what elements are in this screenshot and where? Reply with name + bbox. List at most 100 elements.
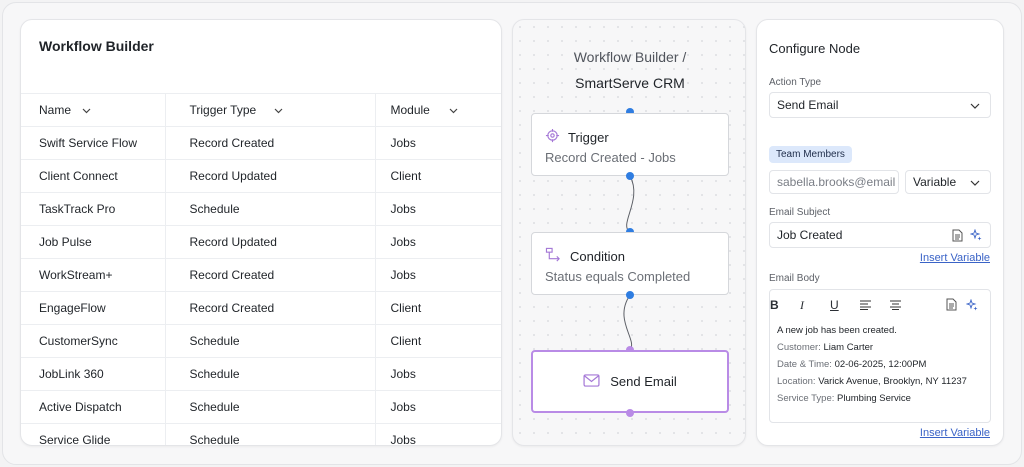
workflow-name-cell: Active Dispatch: [21, 390, 166, 424]
connector-trigger-condition: [626, 175, 635, 233]
module-cell: Jobs: [375, 357, 501, 391]
envelope-icon: [583, 373, 600, 390]
sparkle-icon[interactable]: [969, 228, 982, 244]
send-email-node-title: Send Email: [610, 374, 677, 389]
email-subject-label: Email Subject: [769, 207, 831, 218]
action-type-select[interactable]: Send Email: [769, 92, 991, 118]
trigger-input-port[interactable]: [626, 108, 634, 116]
condition-node[interactable]: Condition Status equals Completed: [531, 232, 729, 295]
field-value: 02-06-2025, 12:00PM: [834, 359, 927, 370]
align-center-icon[interactable]: [890, 297, 920, 313]
send-email-node[interactable]: Send Email: [531, 350, 729, 413]
workflow-name-cell: Client Connect: [21, 159, 166, 193]
workflow-name-cell: EngageFlow: [21, 291, 166, 325]
workflow-name-cell: Service Glide: [21, 423, 166, 445]
condition-node-subtitle: Status equals Completed: [545, 269, 691, 284]
action-output-port[interactable]: [626, 409, 634, 417]
module-cell: Jobs: [375, 423, 501, 445]
branch-icon: [545, 247, 562, 265]
workflow-table: Name Trigger Type Module Swift Service F…: [21, 93, 501, 445]
module-cell: Jobs: [375, 258, 501, 292]
document-icon[interactable]: [946, 298, 957, 316]
email-body-datetime: Date & Time: 02-06-2025, 12:00PM: [777, 359, 926, 370]
variable-select[interactable]: Variable: [905, 170, 991, 194]
workflow-name-cell: WorkStream+: [21, 258, 166, 292]
chevron-down-icon[interactable]: [449, 108, 458, 114]
column-header-label: Trigger Type: [189, 103, 257, 117]
insert-variable-subject-link[interactable]: Insert Variable: [919, 252, 990, 264]
workflow-name-cell: Swift Service Flow: [21, 126, 166, 160]
chevron-down-icon[interactable]: [82, 108, 91, 114]
field-key: Location:: [777, 376, 816, 387]
panel-title: Configure Node: [769, 41, 861, 56]
configure-node-panel: Configure Node Action Type Send Email Te…: [756, 19, 1004, 446]
bold-icon[interactable]: B: [770, 298, 779, 312]
column-header-name[interactable]: Name: [21, 93, 166, 127]
trigger-output-port[interactable]: [626, 172, 634, 180]
document-icon[interactable]: [952, 229, 963, 245]
module-cell: Jobs: [375, 192, 501, 226]
trigger-type-cell: Record Updated: [165, 159, 376, 193]
email-body-editor[interactable]: [769, 289, 991, 423]
canvas-title: SmartServe CRM: [575, 75, 685, 91]
trigger-node[interactable]: Trigger Record Created - Jobs: [531, 113, 729, 176]
team-members-badge[interactable]: Team Members: [769, 146, 852, 163]
canvas-breadcrumb: Workflow Builder /: [573, 49, 687, 65]
module-cell: Client: [375, 159, 501, 193]
column-header-label: Module: [390, 103, 430, 117]
module-cell: Jobs: [375, 225, 501, 259]
trigger-type-cell: Schedule: [165, 192, 376, 226]
column-header-trigger-type[interactable]: Trigger Type: [165, 93, 376, 127]
recipient-email-input[interactable]: sabella.brooks@email: [769, 170, 899, 194]
chevron-down-icon: [970, 98, 980, 112]
workflow-name-cell: CustomerSync: [21, 324, 166, 358]
email-body-location: Location: Varick Avenue, Brooklyn, NY 11…: [777, 376, 967, 387]
chevron-down-icon: [970, 175, 980, 189]
sparkle-icon[interactable]: [965, 298, 978, 316]
workflow-canvas[interactable]: Workflow Builder / SmartServe CRM Trigge…: [512, 19, 746, 446]
module-cell: Jobs: [375, 390, 501, 424]
column-header-module[interactable]: Module: [375, 93, 501, 127]
trigger-type-cell: Schedule: [165, 357, 376, 391]
trigger-type-cell: Schedule: [165, 423, 376, 445]
email-body-intro: A new job has been created.: [777, 325, 897, 336]
module-cell: Client: [375, 291, 501, 325]
workflow-name-cell: TaskTrack Pro: [21, 192, 166, 226]
trigger-type-cell: Record Created: [165, 291, 376, 325]
italic-icon[interactable]: I: [800, 297, 804, 312]
chevron-down-icon[interactable]: [274, 108, 283, 114]
field-key: Customer:: [777, 342, 821, 353]
recipient-email-value: sabella.brooks@email: [777, 175, 896, 189]
trigger-node-subtitle: Record Created - Jobs: [545, 150, 676, 165]
insert-variable-body-link[interactable]: Insert Variable: [919, 427, 990, 439]
action-type-label: Action Type: [769, 77, 822, 88]
underline-icon[interactable]: U: [830, 298, 839, 312]
email-body-label: Email Body: [769, 273, 820, 284]
field-value: Liam Carter: [823, 342, 874, 353]
variable-select-value: Variable: [913, 175, 957, 189]
field-key: Service Type:: [777, 393, 835, 404]
field-key: Date & Time:: [777, 359, 832, 370]
email-body-customer: Customer: Liam Carter: [777, 342, 873, 353]
align-left-icon[interactable]: [860, 297, 890, 313]
trigger-type-cell: Schedule: [165, 324, 376, 358]
trigger-node-title: Trigger: [568, 129, 609, 145]
email-subject-input[interactable]: Job Created: [769, 222, 991, 248]
action-type-value: Send Email: [777, 98, 839, 112]
column-header-label: Name: [39, 103, 72, 117]
connector-condition-action: [623, 294, 633, 351]
module-cell: Jobs: [375, 126, 501, 160]
condition-output-port[interactable]: [626, 291, 634, 299]
field-value: Plumbing Service: [837, 393, 911, 404]
trigger-type-cell: Schedule: [165, 390, 376, 424]
